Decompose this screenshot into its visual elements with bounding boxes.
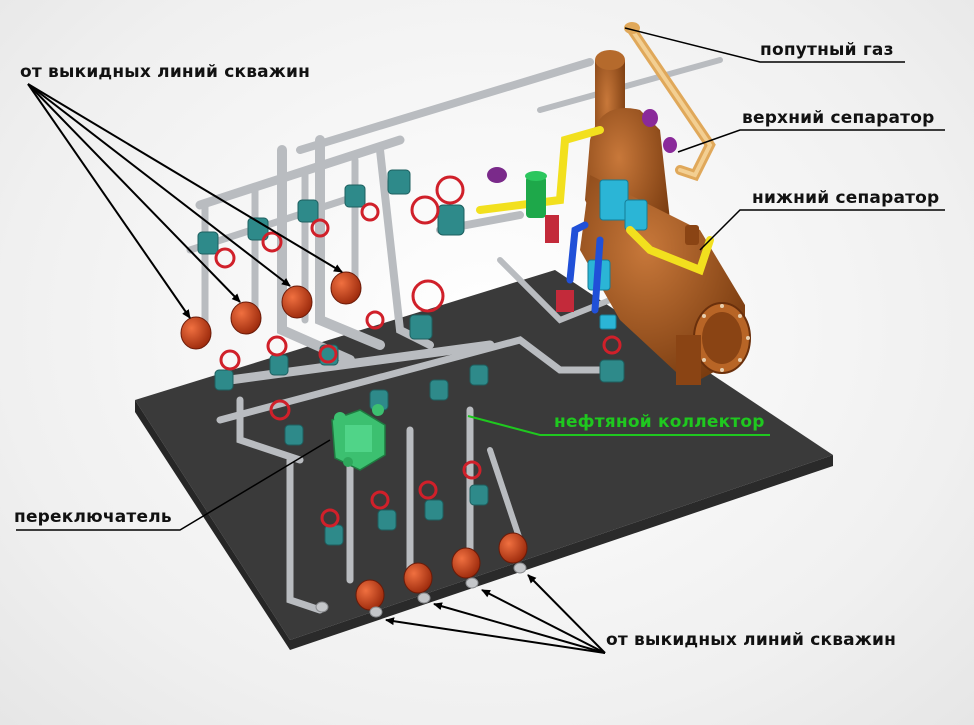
- label-switch: переключатель: [14, 507, 172, 527]
- valves: [197, 169, 625, 546]
- oil-collector-switch: [331, 404, 386, 471]
- label-oil-collector: нефтяной коллектор: [554, 412, 765, 432]
- label-associated-gas: попутный газ: [760, 40, 894, 60]
- arrows-top: [27, 83, 343, 319]
- label-flowlines-top: от выкидных линий скважин: [20, 62, 311, 82]
- lower-separator-vessel: [580, 175, 751, 385]
- blue-pipes: [566, 221, 604, 314]
- label-upper-separator: верхний сепаратор: [742, 108, 935, 128]
- actuators-bottom: [355, 532, 528, 611]
- bottom-flanges: [315, 562, 527, 618]
- pipe-rack: [186, 57, 723, 614]
- control-instruments: [487, 109, 677, 312]
- leader-lines: [16, 27, 945, 531]
- label-lower-separator: нижний сепаратор: [752, 188, 940, 208]
- label-flowlines-bottom: от выкидных линий скважин: [606, 630, 897, 650]
- associated-gas-pipe: [624, 22, 716, 182]
- yellow-pipes: [476, 126, 714, 276]
- arrows-bottom: [385, 574, 606, 654]
- actuators-top: [180, 271, 362, 350]
